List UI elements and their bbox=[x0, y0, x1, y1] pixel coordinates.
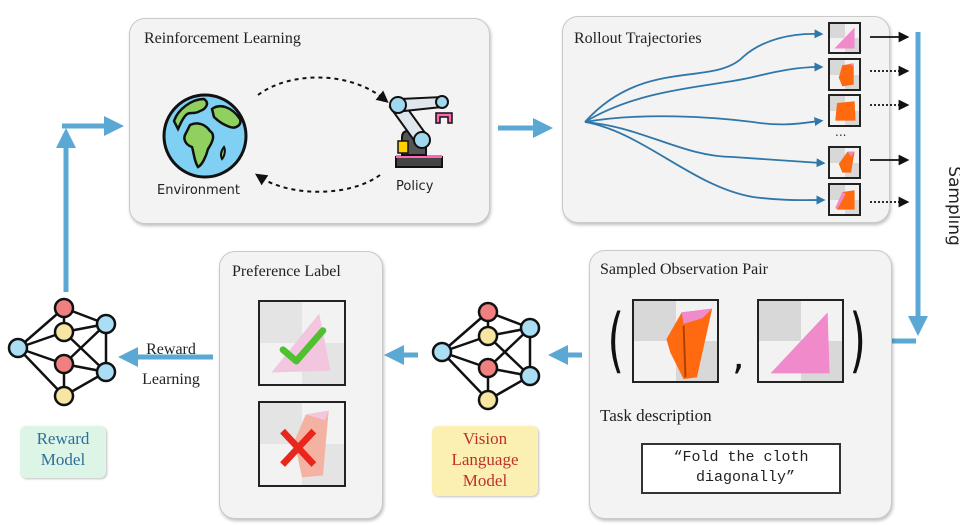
trajectory-line bbox=[584, 121, 826, 168]
vlm-network-icon bbox=[431, 301, 541, 411]
trajectory-line bbox=[584, 115, 824, 127]
reinforcement-learning-panel: Reinforcement Learning Environment Polic… bbox=[129, 18, 490, 224]
reward-model-line-1: Reward bbox=[36, 429, 90, 448]
preferred-observation bbox=[258, 300, 346, 386]
panel-title: Rollout Trajectories bbox=[574, 30, 702, 47]
reward-model-network-icon bbox=[7, 297, 117, 407]
vlm-line-2: Language bbox=[451, 450, 519, 469]
trajectory-curves bbox=[584, 29, 826, 205]
action-arrow bbox=[257, 76, 389, 103]
rollout-thumbnail bbox=[828, 58, 861, 91]
panel-title: Sampled Observation Pair bbox=[600, 261, 768, 278]
rollout-thumbnail bbox=[828, 183, 861, 216]
trajectory-line bbox=[584, 121, 826, 205]
sampling-label: Sampling bbox=[944, 166, 960, 246]
robot-arm-icon bbox=[388, 95, 453, 168]
globe-icon bbox=[162, 93, 248, 179]
reward-learning-label: Reward Learning bbox=[135, 335, 207, 395]
close-paren: ) bbox=[849, 299, 866, 381]
reward-model-line-2: Model bbox=[40, 450, 86, 469]
vlm-line-1: Vision bbox=[462, 429, 508, 448]
reward-learning-line-2: Learning bbox=[142, 371, 200, 388]
rejected-observation bbox=[258, 401, 346, 487]
ellipsis: ... bbox=[835, 125, 847, 139]
vlm-line-3: Model bbox=[462, 471, 508, 490]
rollout-thumbnail bbox=[828, 22, 861, 54]
rollout-thumbnail bbox=[828, 146, 861, 179]
rollout-thumbnail bbox=[828, 94, 861, 127]
open-paren: ( bbox=[607, 299, 624, 381]
cross-icon bbox=[280, 428, 317, 467]
observation-a bbox=[632, 299, 719, 383]
reward-model-badge: Reward Model bbox=[20, 426, 106, 478]
comma: , bbox=[732, 333, 745, 379]
task-description-box: “Fold the cloth diagonally” bbox=[641, 443, 841, 494]
preference-label-panel: Preference Label bbox=[219, 251, 383, 519]
panel-title: Preference Label bbox=[232, 263, 341, 280]
trajectory-line bbox=[584, 62, 824, 123]
sampled-observation-panel: Sampled Observation Pair ( , ) Task desc… bbox=[589, 250, 892, 519]
check-icon bbox=[279, 327, 327, 365]
environment-label: Environment bbox=[157, 183, 241, 198]
task-description-label: Task description bbox=[600, 406, 712, 425]
observation-b bbox=[757, 299, 844, 383]
panel-title: Reinforcement Learning bbox=[144, 30, 301, 47]
reward-learning-line-1: Reward bbox=[146, 341, 196, 358]
trajectory-line bbox=[584, 29, 824, 123]
rl-cycle-arrows bbox=[255, 76, 389, 193]
policy-label: Policy bbox=[396, 179, 434, 194]
vlm-badge: Vision Language Model bbox=[432, 426, 538, 496]
observation-arrow bbox=[255, 173, 381, 193]
